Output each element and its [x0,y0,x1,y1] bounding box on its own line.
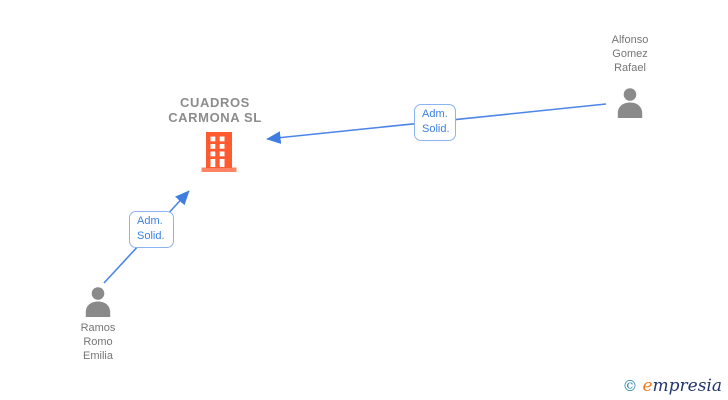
company-name-cuadros-carmona[interactable]: CUADROS CARMONA SL [135,95,295,125]
person-name-line: Gomez [612,48,648,60]
copyright-icon: © [622,376,638,395]
brand-rest: mpresia [652,376,723,396]
edge-label-line: Solid. [137,230,165,242]
company-name-line2: CARMONA SL [168,110,262,125]
person-name-line: Ramos [80,322,116,334]
edge-label-adm-solid-ramos[interactable]: Adm. Solid. [129,211,174,248]
person-name-alfonso-gomez-rafael[interactable]: Alfonso Gomez Rafael [570,33,690,75]
person-name-line: Rafael [614,62,646,74]
brand-initial: e [642,376,653,396]
edge-label-line: Solid. [422,123,450,135]
brand-wordmark: empresia [642,376,722,396]
person-icon[interactable] [614,88,646,118]
edge-label-adm-solid-alfonso[interactable]: Adm. Solid. [414,104,456,141]
person-name-line: Romo [83,336,113,348]
empresia-logo[interactable]: © empresia [622,376,722,396]
person-name-ramos-romo-emilia[interactable]: Ramos Romo Emilia [38,321,158,363]
person-name-line: Emilia [83,350,113,362]
company-name-line1: CUADROS [180,95,250,110]
edge-label-line: Adm. [137,215,163,227]
edge-label-line: Adm. [422,108,448,120]
person-name-line: Alfonso [611,34,649,46]
person-icon[interactable] [82,287,114,317]
building-icon[interactable] [201,132,237,173]
